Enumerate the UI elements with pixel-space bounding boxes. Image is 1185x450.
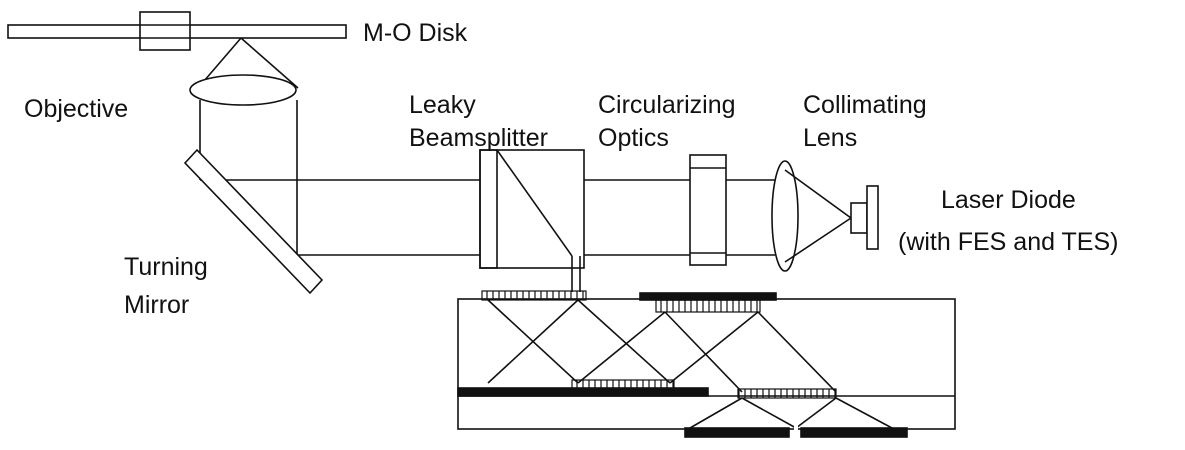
- label-leaky-line2: Beamsplitter: [409, 124, 548, 152]
- label-objective: Objective: [24, 95, 129, 123]
- label-leaky-line1: Leaky: [409, 91, 476, 119]
- label-collimating-line2: Lens: [803, 124, 858, 152]
- label-collimating-line1: Collimating: [803, 91, 927, 119]
- label-circularizing-line2: Optics: [598, 124, 669, 152]
- leaky-beamsplitter: [479, 149, 585, 292]
- label-circularizing-line1: Circularizing: [598, 91, 736, 119]
- label-mo-disk: M-O Disk: [363, 19, 468, 47]
- circularizing-optics: [689, 154, 727, 266]
- mo-disk: [7, 11, 347, 51]
- label-laser-line2: (with FES and TES): [898, 228, 1119, 256]
- objective-lens: [189, 74, 297, 106]
- label-turning-line1: Turning: [124, 253, 208, 281]
- turning-mirror: [183, 148, 324, 295]
- collimating-lens: [771, 160, 799, 272]
- optical-chip: [457, 290, 956, 438]
- horizontal-beam: [200, 179, 775, 256]
- laser-diode: [850, 185, 879, 250]
- label-turning-line2: Mirror: [124, 291, 190, 319]
- laser-cone: [784, 169, 852, 263]
- label-laser-line1: Laser Diode: [941, 186, 1076, 214]
